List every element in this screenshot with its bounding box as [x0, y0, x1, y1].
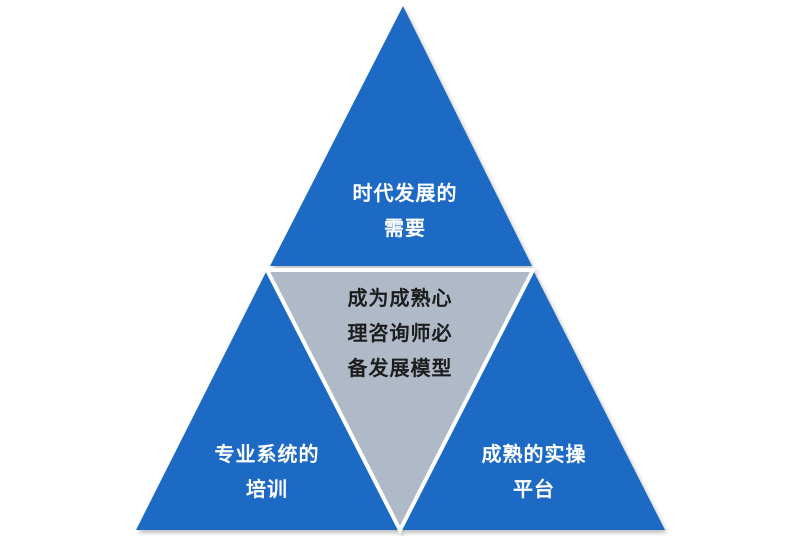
center-label-line-3: 备发展模型 — [347, 356, 453, 380]
bottom-left-triangle-label: 专业系统的 培训 — [187, 437, 347, 507]
top-label-line-2: 需要 — [384, 216, 426, 240]
bottom-left-label-line-2: 培训 — [246, 477, 288, 501]
center-label-line-2: 理咨询师必 — [347, 321, 453, 345]
top-label-line-1: 时代发展的 — [352, 181, 458, 205]
bottom-right-label-line-1: 成熟的实操 — [481, 442, 587, 466]
top-triangle — [270, 6, 532, 266]
center-label-line-1: 成为成熟心 — [347, 286, 453, 310]
center-triangle-label: 成为成熟心 理咨询师必 备发展模型 — [320, 281, 480, 386]
center-inverted-triangle — [263, 268, 537, 535]
bottom-right-triangle — [400, 270, 665, 530]
top-triangle-label: 时代发展的 需要 — [325, 176, 485, 246]
bottom-left-label-line-1: 专业系统的 — [214, 442, 320, 466]
bottom-right-triangle-label: 成熟的实操 平台 — [454, 437, 614, 507]
bottom-right-label-line-2: 平台 — [513, 477, 555, 501]
bottom-left-triangle — [136, 270, 400, 530]
